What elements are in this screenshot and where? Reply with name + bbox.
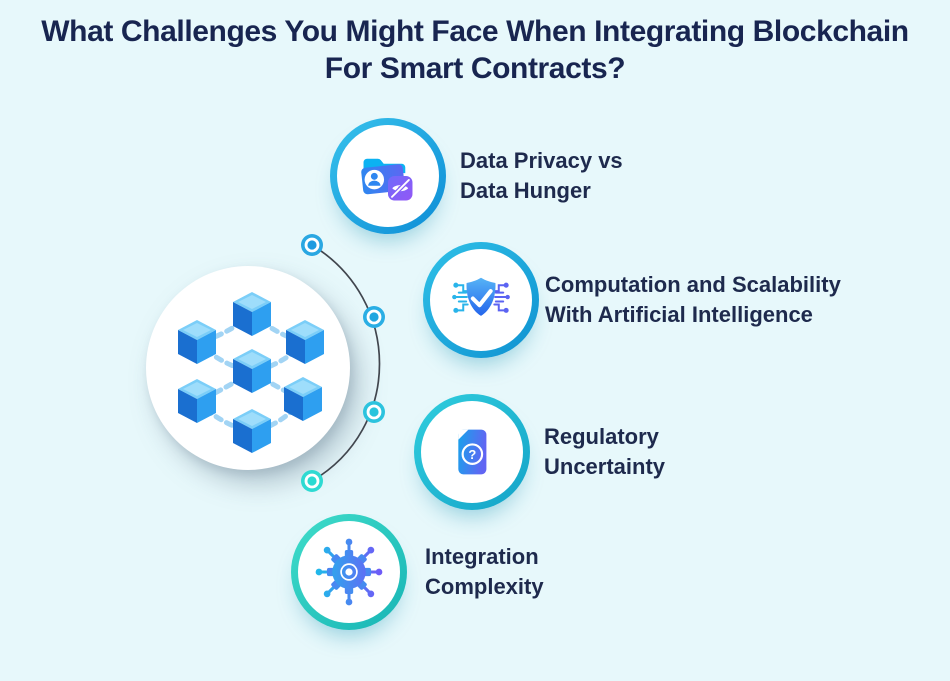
blockchain-hub-circle	[146, 266, 350, 470]
challenge-label: Data Privacy vs Data Hunger	[460, 146, 623, 206]
connector-dot-2	[363, 306, 385, 328]
challenge-label-line-1: Regulatory	[544, 424, 659, 449]
challenge-item-regulatory-uncertainty: ? Regulatory Uncertainty	[414, 394, 665, 510]
page-title-line-2: For Smart Contracts?	[324, 52, 626, 85]
document-question-icon: ?	[458, 429, 487, 475]
page-title-line-1: What Challenges You Might Face When Inte…	[41, 15, 909, 48]
challenge-label: Regulatory Uncertainty	[544, 422, 665, 482]
challenge-label-line-1: Data Privacy vs	[460, 148, 623, 173]
challenge-label-line-1: Integration	[425, 544, 539, 569]
connector-dot-4	[301, 470, 323, 492]
challenge-label-line-1: Computation and Scalability	[545, 272, 841, 297]
challenge-label: Integration Complexity	[425, 542, 544, 602]
challenge-label: Computation and Scalability With Artific…	[545, 270, 841, 330]
challenge-label-line-2: Data Hunger	[460, 178, 591, 203]
blockchain-cubes-illustration	[178, 292, 324, 453]
challenge-badge	[330, 118, 446, 234]
page-title: What Challenges You Might Face When Inte…	[0, 13, 950, 87]
question-mark-glyph: ?	[468, 447, 476, 462]
connector-dot-1	[301, 234, 323, 256]
challenge-badge	[291, 514, 407, 630]
challenge-item-computation-scalability: Computation and Scalability With Artific…	[423, 242, 841, 358]
gear-network-icon	[315, 538, 383, 606]
challenge-label-line-2: Uncertainty	[544, 454, 666, 479]
challenge-label-line-2: Complexity	[425, 574, 544, 599]
challenge-item-data-privacy: Data Privacy vs Data Hunger	[330, 118, 623, 234]
challenge-badge-inner	[430, 249, 532, 351]
shield-check-circuit-icon	[452, 277, 510, 316]
challenge-badge	[423, 242, 539, 358]
folder-user-hidden-eye-icon	[361, 158, 413, 201]
challenge-badge-inner	[298, 521, 400, 623]
blockchain-cubes	[178, 292, 324, 453]
connector-dot-3	[363, 401, 385, 423]
challenge-badge-inner: ?	[421, 401, 523, 503]
challenge-item-integration-complexity: Integration Complexity	[291, 514, 544, 630]
challenge-badge-inner	[337, 125, 439, 227]
challenge-label-line-2: With Artificial Intelligence	[545, 302, 813, 327]
challenge-badge: ?	[414, 394, 530, 510]
